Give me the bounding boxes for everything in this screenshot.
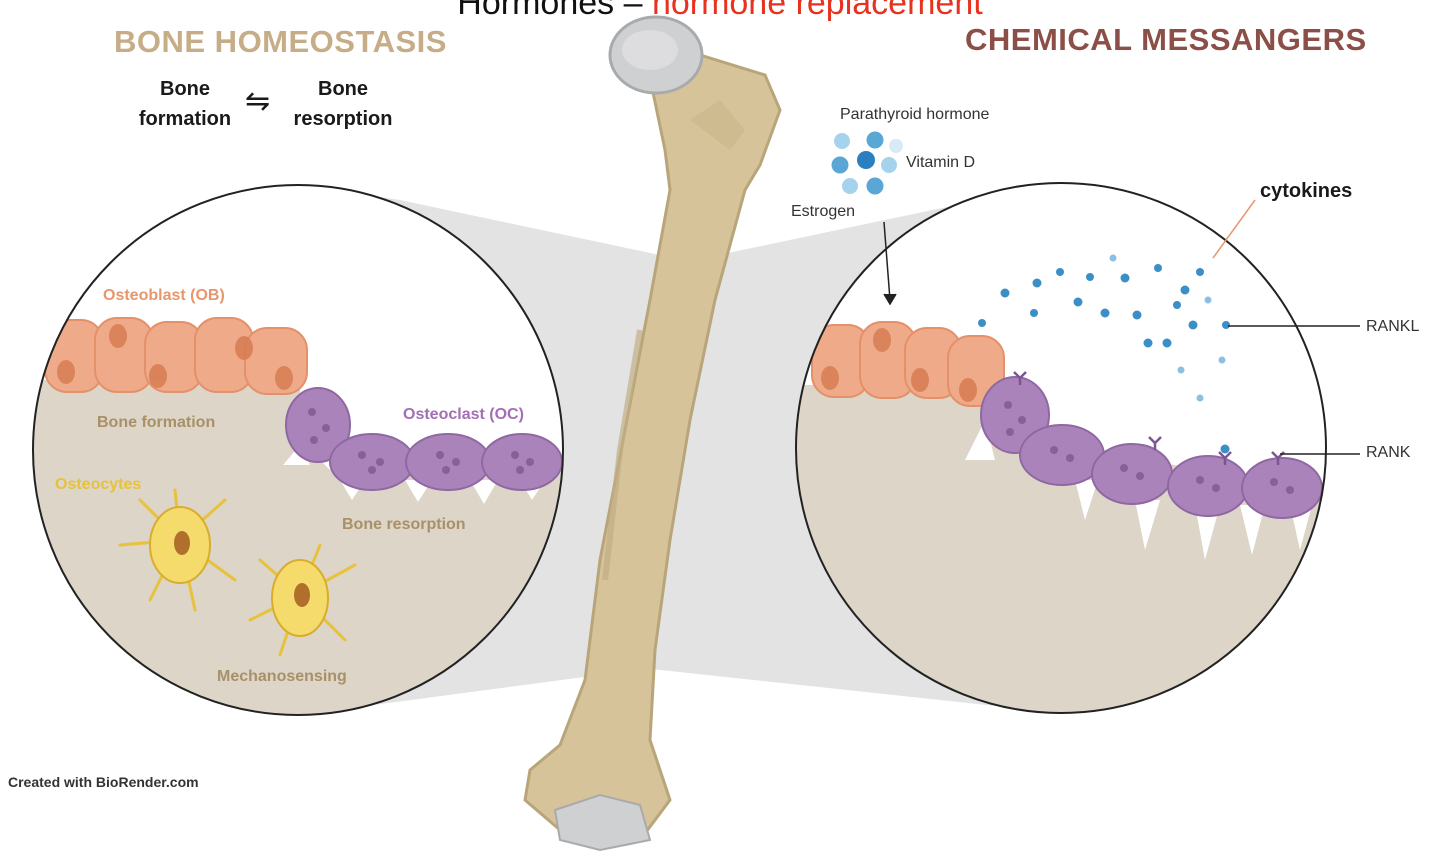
title-part-black: Hormones –: [457, 0, 652, 22]
heading-chemical-messangers: CHEMICAL MESSANGERS: [965, 22, 1367, 57]
label-estrogen: Estrogen: [791, 203, 856, 220]
heading-bone-homeostasis: BONE HOMEOSTASIS: [114, 24, 447, 59]
label-osteoblast: Osteoblast (OB): [103, 287, 225, 304]
cytokines-leader-line: [1212, 199, 1256, 259]
label-cytokines: cytokines: [1260, 180, 1353, 202]
osteoclast-cells-left: [285, 387, 563, 491]
label-osteocytes: Osteocytes: [55, 476, 142, 493]
label-mechanosensing: Mechanosensing: [217, 668, 347, 685]
osteoclast-cells-right: [980, 376, 1323, 519]
estrogen-arrow: [883, 221, 891, 301]
label-rank: RANK: [1366, 444, 1411, 461]
label-bone-formation: Bone formation: [97, 414, 216, 431]
cytokine-dots: [978, 254, 1230, 454]
label-bone-resorption: Bone resorption: [342, 516, 466, 533]
label-vitamin-d: Vitamin D: [906, 154, 976, 171]
femur-bone-icon: [523, 15, 782, 852]
osteoblast-cells-left: [44, 317, 308, 395]
equilibrium-bone-formation: Bone formation: [138, 78, 232, 130]
hormone-molecules-icon: [831, 131, 903, 195]
equilibrium-arrows-icon: ⇋: [245, 85, 271, 118]
title-part-red: hormone replacement: [651, 0, 983, 22]
rank-receptors: [1013, 371, 1285, 465]
credit-biorender: Created with BioRender.com: [8, 774, 199, 790]
page-title: Hormones – hormone replacement: [0, 0, 1440, 20]
label-parathyroid-hormone: Parathyroid hormone: [840, 106, 990, 123]
label-osteoclast: Osteoclast (OC): [403, 406, 524, 423]
right-zoom-circle: [795, 182, 1327, 714]
equilibrium-bone-resorption: Bone resorption: [293, 78, 393, 130]
label-rankl: RANKL: [1366, 318, 1420, 335]
